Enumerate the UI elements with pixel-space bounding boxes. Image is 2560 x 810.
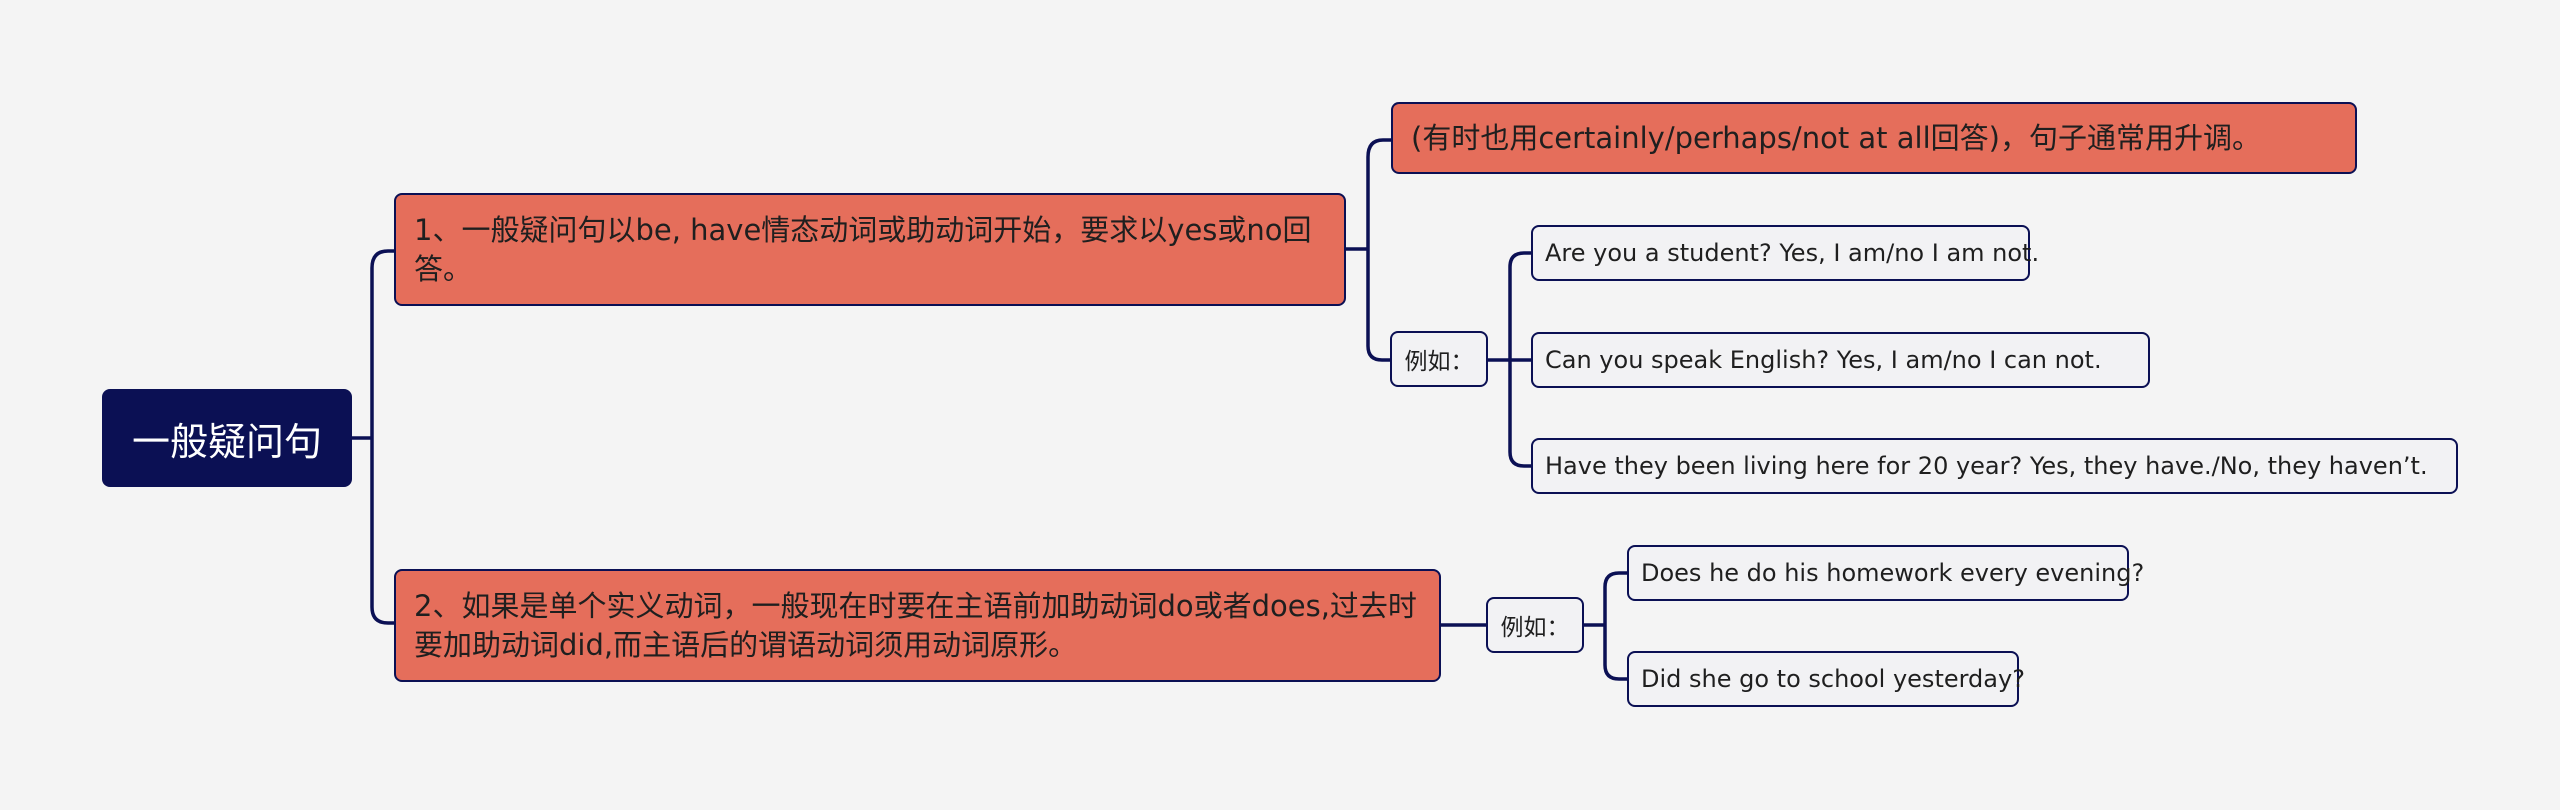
- topic-1-note-node[interactable]: (有时也用certainly/perhaps/not at all回答)，句子通…: [1391, 102, 2357, 174]
- connector-root-topics: [350, 249, 396, 625]
- topic-1-label: 1、一般疑问句以be, have情态动词或助动词开始，要求以yes或no回答。: [414, 212, 1312, 286]
- example-node[interactable]: Have they been living here for 20 year? …: [1531, 438, 2458, 494]
- example-text: Have they been living here for 20 year? …: [1545, 452, 2428, 480]
- topic-2-example-label-node[interactable]: 例如：: [1486, 597, 1584, 653]
- root-node[interactable]: 一般疑问句: [102, 389, 352, 487]
- example-text: Can you speak English? Yes, I am/no I ca…: [1545, 346, 2102, 374]
- topic-1-node[interactable]: 1、一般疑问句以be, have情态动词或助动词开始，要求以yes或no回答。: [394, 193, 1346, 306]
- example-label: 例如：: [1404, 349, 1474, 375]
- connector-examples1: [1486, 251, 1533, 468]
- topic-2-label: 2、如果是单个实义动词，一般现在时要在主语前加助动词do或者does,过去时要加…: [414, 588, 1417, 662]
- example-text: Does he do his homework every evening?: [1641, 559, 2145, 587]
- example-label: 例如：: [1500, 615, 1570, 641]
- example-text: Did she go to school yesterday?: [1641, 665, 2025, 693]
- example-node[interactable]: Does he do his homework every evening?: [1627, 545, 2144, 601]
- example-node[interactable]: Are you a student? Yes, I am/no I am not…: [1531, 225, 2039, 281]
- connector-examples2: [1582, 571, 1629, 681]
- topic-1-example-label-node[interactable]: 例如：: [1390, 331, 1488, 387]
- connector-topic1: [1344, 138, 1393, 362]
- topic-2-node[interactable]: 2、如果是单个实义动词，一般现在时要在主语前加助动词do或者does,过去时要加…: [394, 569, 1441, 682]
- topic-1-note-label: (有时也用certainly/perhaps/not at all回答)，句子通…: [1411, 120, 2261, 155]
- example-node[interactable]: Did she go to school yesterday?: [1627, 651, 2025, 707]
- root-label: 一般疑问句: [131, 419, 322, 464]
- example-text: Are you a student? Yes, I am/no I am not…: [1545, 239, 2040, 267]
- example-node[interactable]: Can you speak English? Yes, I am/no I ca…: [1531, 332, 2150, 388]
